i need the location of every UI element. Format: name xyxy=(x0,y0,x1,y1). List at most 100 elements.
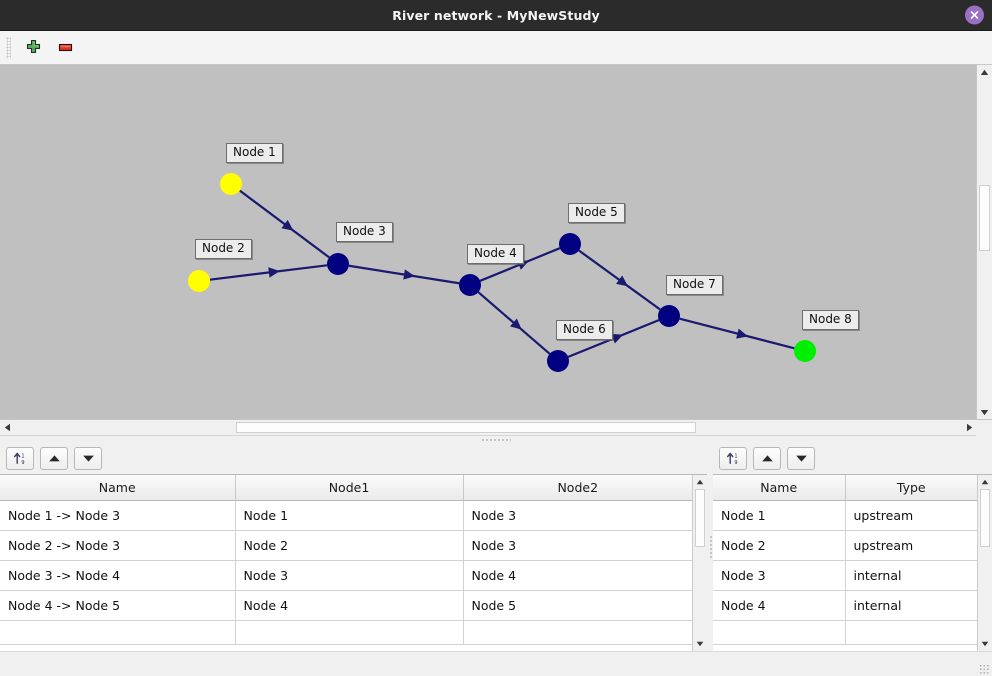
move-node-up-button[interactable] xyxy=(753,447,781,470)
close-window-button[interactable] xyxy=(965,5,984,25)
table-cell[interactable]: Node 2 -> Node 3 xyxy=(0,530,236,561)
graph-node-label-node-2[interactable]: Node 2 xyxy=(195,239,252,259)
scroll-down-button[interactable] xyxy=(977,405,992,419)
graph-edge[interactable] xyxy=(348,264,460,285)
column-header-node2[interactable]: Node2 xyxy=(463,475,692,501)
add-node-button[interactable] xyxy=(19,35,47,61)
nodes-vscroll-thumb[interactable] xyxy=(980,489,990,547)
table-cell[interactable]: internal xyxy=(845,590,977,621)
graph-edge[interactable] xyxy=(209,264,328,281)
table-cell[interactable] xyxy=(0,620,236,645)
graph-node-node-7[interactable] xyxy=(658,305,680,327)
network-diagram-canvas[interactable]: Node 1 Node 2 Node 3 Node 4 Node 5 Node 6 Node… xyxy=(0,65,976,419)
graph-node-node-1[interactable] xyxy=(220,173,242,195)
graph-node-label-node-8[interactable]: Node 8 xyxy=(802,310,859,330)
vertical-splitter[interactable] xyxy=(707,443,713,651)
reaches-vscroll-track[interactable] xyxy=(693,489,707,637)
nodes-table-vertical-scrollbar[interactable] xyxy=(977,475,992,651)
graph-edge[interactable] xyxy=(679,317,795,350)
toolbar-drag-handle[interactable] xyxy=(6,36,11,59)
table-cell[interactable] xyxy=(235,620,464,645)
column-header-name[interactable]: Name xyxy=(0,475,236,501)
nodes-scroll-up-button[interactable] xyxy=(978,475,992,489)
graph-vscroll-thumb[interactable] xyxy=(979,185,990,251)
horizontal-splitter[interactable] xyxy=(0,435,992,443)
nodes-vscroll-track[interactable] xyxy=(978,489,992,637)
table-cell[interactable]: Node 5 xyxy=(463,590,692,621)
graph-node-node-8[interactable] xyxy=(794,340,816,362)
table-cell[interactable]: Node 4 xyxy=(235,590,464,621)
graph-horizontal-scrollbar[interactable] xyxy=(0,419,992,436)
table-row-empty[interactable] xyxy=(713,620,977,645)
table-cell[interactable] xyxy=(713,620,846,645)
graph-hscroll-track[interactable] xyxy=(14,420,962,435)
sort-nodes-button[interactable]: 1 9 xyxy=(719,447,747,470)
table-cell[interactable] xyxy=(463,620,692,645)
table-cell[interactable]: Node 4 -> Node 5 xyxy=(0,590,236,621)
graph-edge[interactable] xyxy=(239,189,330,259)
graph-node-node-4[interactable] xyxy=(459,274,481,296)
remove-node-button[interactable] xyxy=(51,35,79,61)
reaches-vscroll-thumb[interactable] xyxy=(695,489,705,547)
table-cell[interactable]: Node 3 xyxy=(713,560,846,591)
chevron-down-icon xyxy=(981,641,989,647)
reaches-scroll-up-button[interactable] xyxy=(693,475,707,489)
move-reach-down-button[interactable] xyxy=(74,447,102,470)
graph-node-label-node-6[interactable]: Node 6 xyxy=(556,320,613,340)
table-cell[interactable]: upstream xyxy=(845,530,977,561)
resize-grip-icon[interactable] xyxy=(979,664,989,674)
scroll-left-button[interactable] xyxy=(0,420,14,435)
graph-node-node-2[interactable] xyxy=(188,270,210,292)
scroll-right-button[interactable] xyxy=(962,420,976,435)
table-cell[interactable]: Node 3 xyxy=(463,500,692,531)
graph-node-node-5[interactable] xyxy=(559,233,581,255)
column-header-type[interactable]: Type xyxy=(845,475,977,501)
table-cell[interactable]: Node 1 -> Node 3 xyxy=(0,500,236,531)
nodes-scroll-down-button[interactable] xyxy=(978,637,992,651)
sort-reaches-button[interactable]: 1 9 xyxy=(6,447,34,470)
graph-vertical-scrollbar[interactable] xyxy=(976,65,992,419)
table-cell[interactable]: Node 3 -> Node 4 xyxy=(0,560,236,591)
scroll-up-button[interactable] xyxy=(977,65,992,79)
table-cell[interactable]: Node 1 xyxy=(713,500,846,531)
reaches-scroll-down-button[interactable] xyxy=(693,637,707,651)
table-cell[interactable]: Node 3 xyxy=(463,530,692,561)
graph-edge-arrowhead xyxy=(403,269,415,280)
column-header-node1[interactable]: Node1 xyxy=(235,475,464,501)
graph-node-node-6[interactable] xyxy=(547,350,569,372)
graph-hscroll-thumb[interactable] xyxy=(236,422,696,433)
column-header-name[interactable]: Name xyxy=(713,475,846,501)
table-cell[interactable]: internal xyxy=(845,560,977,591)
table-cell[interactable]: Node 1 xyxy=(235,500,464,531)
reaches-table-vertical-scrollbar[interactable] xyxy=(692,475,707,651)
table-cell[interactable] xyxy=(845,620,977,645)
table-cell[interactable]: Node 3 xyxy=(235,560,464,591)
graph-vscroll-track[interactable] xyxy=(977,79,992,405)
table-cell[interactable]: Node 2 xyxy=(235,530,464,561)
move-node-down-button[interactable] xyxy=(787,447,815,470)
table-row-empty[interactable] xyxy=(0,620,692,645)
chevron-up-icon xyxy=(981,479,989,485)
table-cell[interactable]: upstream xyxy=(845,500,977,531)
graph-node-label-node-5[interactable]: Node 5 xyxy=(568,203,625,223)
graph-node-node-3[interactable] xyxy=(327,253,349,275)
table-cell[interactable]: Node 4 xyxy=(463,560,692,591)
graph-node-label-node-3[interactable]: Node 3 xyxy=(336,222,393,242)
graph-node-label-node-1[interactable]: Node 1 xyxy=(226,143,283,163)
table-cell[interactable]: Node 4 xyxy=(713,590,846,621)
table-cell[interactable]: Node 2 xyxy=(713,530,846,561)
graph-node-label-node-7[interactable]: Node 7 xyxy=(666,275,723,295)
move-reach-up-button[interactable] xyxy=(40,447,68,470)
graph-node-label-node-4[interactable]: Node 4 xyxy=(467,244,524,264)
